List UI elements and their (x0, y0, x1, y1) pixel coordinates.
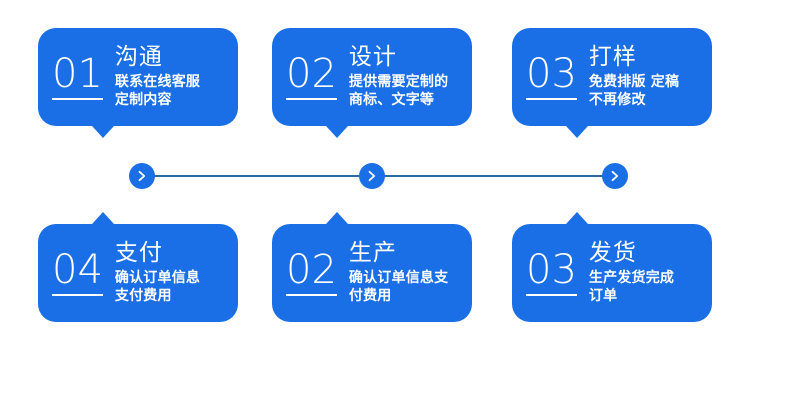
step-number: 03 (526, 54, 577, 100)
step-description-line: 联系在线客服 (114, 74, 201, 91)
step-description-line: 免费排版 定稿 (588, 74, 680, 91)
step-number: 04 (52, 250, 103, 296)
step-description-line: 确认订单信息支 (348, 270, 449, 287)
step-description-line: 不再修改 (588, 91, 646, 108)
chevron-right-icon (611, 170, 619, 182)
step-number: 02 (286, 54, 337, 100)
flow-arrow-node-1[interactable] (129, 163, 155, 189)
step-title: 沟通 (114, 43, 163, 70)
step-text-block: 沟通 联系在线客服 定制内容 (114, 43, 238, 110)
step-title: 设计 (348, 43, 397, 70)
step-text-block: 支付 确认订单信息 支付费用 (114, 239, 238, 306)
card-pointer-down-icon (326, 126, 348, 138)
flow-arrow-node-2[interactable] (359, 163, 385, 189)
step-description: 提供需要定制的 商标、文字等 (349, 74, 466, 109)
card-pointer-down-icon (92, 126, 114, 138)
step-number: 03 (526, 250, 577, 296)
step-card-2[interactable]: 02 设计 提供需要定制的 商标、文字等 (272, 28, 472, 138)
step-text-block: 打样 免费排版 定稿 不再修改 (588, 43, 712, 110)
step-title: 打样 (588, 43, 637, 70)
step-text-block: 生产 确认订单信息支 付费用 (348, 239, 472, 306)
flow-connector (0, 150, 790, 202)
step-description-line: 确认订单信息 (114, 270, 201, 287)
step-description-line: 订单 (588, 287, 618, 304)
step-description-line: 支付费用 (114, 287, 172, 304)
step-description-line: 付费用 (348, 287, 392, 304)
step-description-line: 生产发货完成 (588, 270, 675, 287)
step-description: 确认订单信息支 付费用 (349, 270, 466, 305)
chevron-right-icon (368, 170, 376, 182)
step-text-block: 发货 生产发货完成 订单 (588, 239, 712, 306)
step-description: 联系在线客服 定制内容 (115, 74, 232, 109)
step-title: 支付 (114, 239, 163, 266)
step-number: 02 (286, 250, 337, 296)
step-card-5[interactable]: 02 生产 确认订单信息支 付费用 (272, 212, 472, 322)
step-description-line: 商标、文字等 (348, 91, 435, 108)
card-pointer-up-icon (92, 212, 114, 224)
step-description: 免费排版 定稿 不再修改 (589, 74, 706, 109)
step-card-1[interactable]: 01 沟通 联系在线客服 定制内容 (38, 28, 238, 138)
card-pointer-up-icon (326, 212, 348, 224)
step-title: 生产 (348, 239, 397, 266)
step-number: 01 (52, 54, 103, 100)
step-description-line: 提供需要定制的 (348, 74, 449, 91)
step-text-block: 设计 提供需要定制的 商标、文字等 (348, 43, 472, 110)
step-title: 发货 (588, 239, 637, 266)
card-pointer-up-icon (566, 212, 588, 224)
card-pointer-down-icon (566, 126, 588, 138)
flow-arrow-node-3[interactable] (602, 163, 628, 189)
chevron-right-icon (138, 170, 146, 182)
step-description-line: 定制内容 (114, 91, 172, 108)
step-description: 生产发货完成 订单 (589, 270, 706, 305)
step-description: 确认订单信息 支付费用 (115, 270, 232, 305)
step-card-4[interactable]: 04 支付 确认订单信息 支付费用 (38, 212, 238, 322)
step-card-6[interactable]: 03 发货 生产发货完成 订单 (512, 212, 712, 322)
step-card-3[interactable]: 03 打样 免费排版 定稿 不再修改 (512, 28, 712, 138)
